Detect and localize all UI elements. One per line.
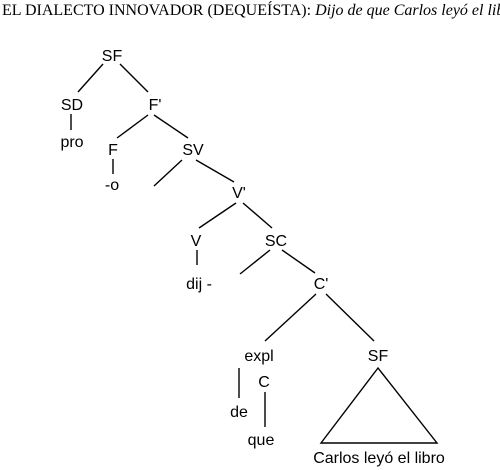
tree-edges: [70, 63, 439, 444]
node-sc: SC: [265, 233, 287, 250]
node-c-bar: C': [314, 276, 329, 293]
triangle-constituent: [319, 366, 439, 444]
figure-caption: EL DIALECTO INNOVADOR (DEQUEÍSTA): Dijo …: [2, 2, 500, 20]
node-c: C: [258, 374, 270, 391]
node-dij: dij -: [186, 276, 212, 293]
edge-sc-cbar: [281, 249, 316, 274]
node-expl: expl: [244, 348, 273, 365]
node-f-suffix: -o: [105, 177, 119, 194]
node-f-bar: F': [149, 97, 162, 114]
node-v: V: [191, 233, 202, 250]
node-f: F: [108, 142, 118, 159]
node-sf-root: SF: [102, 48, 123, 65]
edge-fbar-f: [116, 114, 149, 139]
edge-cbar-expl: [264, 293, 317, 342]
node-que: que: [248, 432, 275, 449]
edge-fbar-sv: [153, 114, 189, 139]
node-v-bar: V': [232, 185, 246, 202]
edge-sf-sd: [77, 63, 104, 93]
edge-sc-spec: [239, 249, 271, 275]
edge-sv-spec: [153, 159, 183, 187]
node-sd: SD: [61, 97, 83, 114]
edge-sv-vbar: [195, 159, 235, 183]
edge-vbar-v: [198, 202, 237, 229]
edge-sf-fbar: [119, 63, 149, 93]
node-sf-embedded: SF: [368, 348, 389, 365]
edge-vbar-sc: [242, 202, 273, 229]
node-sv: SV: [182, 142, 204, 159]
node-pro: pro: [60, 134, 83, 151]
caption-example-sentence: Dijo de que Carlos leyó el libro: [315, 2, 500, 19]
edge-cbar-sf: [325, 293, 375, 342]
node-de: de: [230, 404, 248, 421]
node-triangle-content: Carlos leyó el libro: [313, 450, 445, 467]
caption-dialect-label: EL DIALECTO INNOVADOR (DEQUEÍSTA):: [2, 2, 312, 19]
tree-nodes: SF SD pro F' F -o SV V' V dij - SC C' ex…: [60, 48, 444, 467]
